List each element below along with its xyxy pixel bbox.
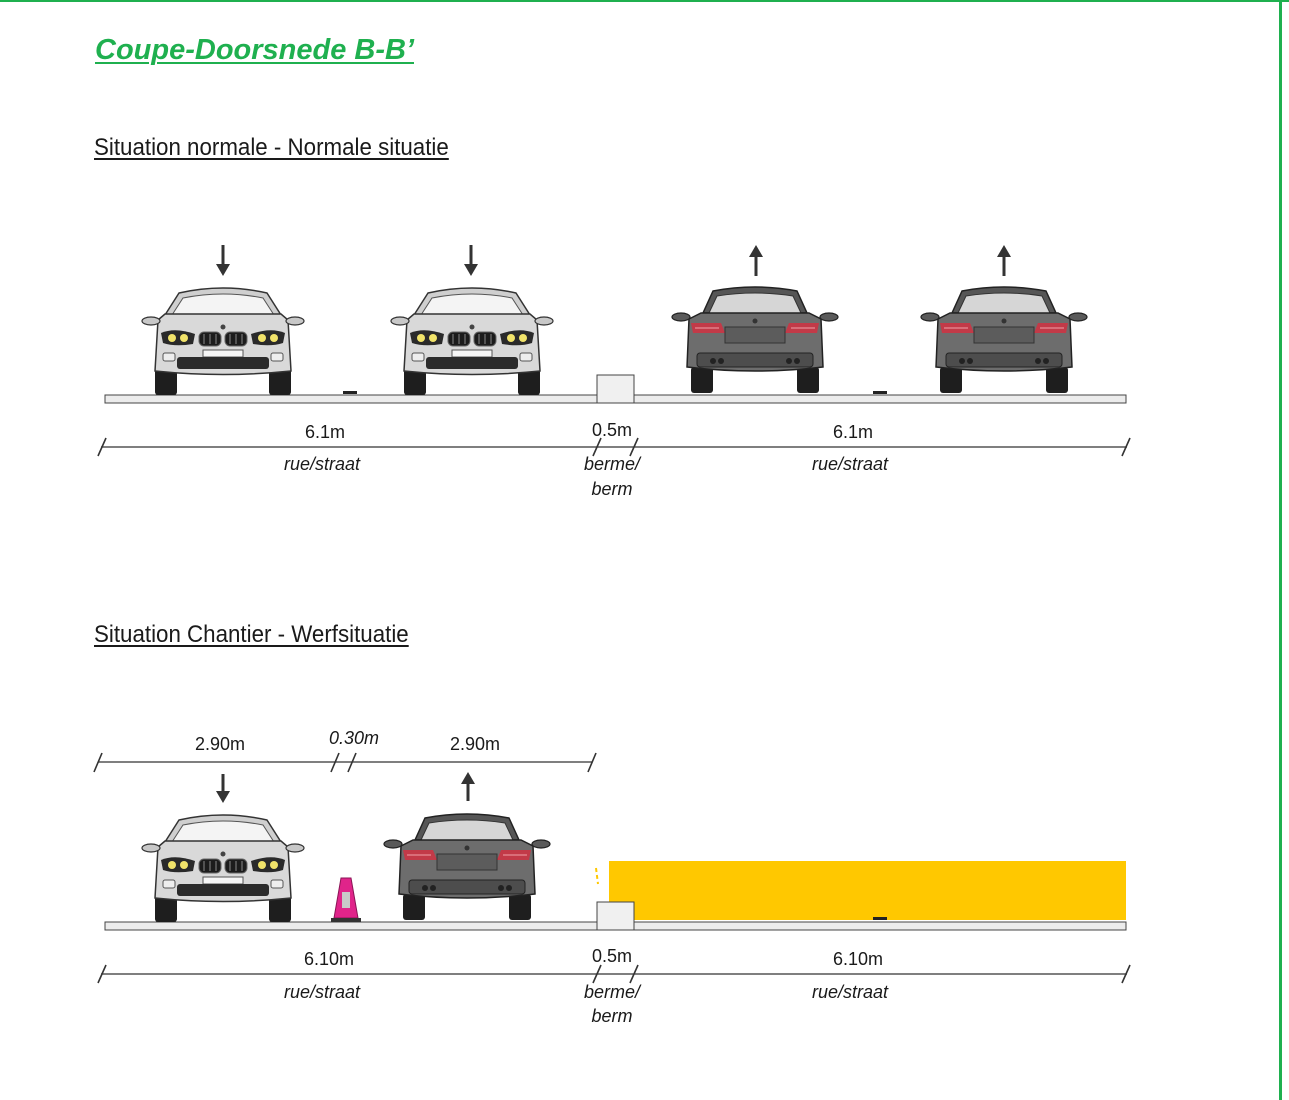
car-rear-view [920, 286, 1088, 394]
car-front-view [390, 287, 554, 396]
normal-dimension-line [97, 437, 1131, 457]
car-rear-view [383, 813, 551, 921]
dimension-label: 0.30m [329, 728, 379, 748]
normal-situation-title: Situation normale - Normale situatie [94, 134, 449, 161]
road-label: rue/straat [284, 454, 361, 474]
down-arrow-icon [216, 774, 230, 803]
up-arrow-icon [749, 245, 763, 276]
car-front-view [141, 814, 305, 923]
road-label: rue/straat [812, 982, 889, 1002]
road-label: rue/straat [284, 982, 361, 1002]
dimension-label: 0.5m [592, 946, 632, 966]
berm-label: berme/ [584, 982, 642, 1002]
page-title: Coupe-Doorsnede B-B’ [95, 34, 414, 66]
car-front-view [141, 287, 305, 396]
down-arrow-icon [464, 245, 478, 276]
worksite-situation-title: Situation Chantier - Werfsituatie [94, 621, 409, 648]
road-label: rue/straat [812, 454, 889, 474]
berm-label: berme/ [584, 454, 642, 474]
dimension-label: 2.90m [195, 734, 245, 754]
down-arrow-icon [216, 245, 230, 276]
up-arrow-icon [997, 245, 1011, 276]
car-rear-view [671, 286, 839, 394]
dimension-label: 6.1m [833, 422, 873, 442]
worksite-dimension-line [97, 964, 1131, 984]
up-arrow-icon [461, 772, 475, 801]
dimension-label: 6.10m [304, 949, 354, 969]
worksite-top-dimension-line [93, 752, 597, 773]
frame-top-border [0, 0, 1289, 2]
dimension-label: 6.1m [305, 422, 345, 442]
lane-marking [873, 391, 887, 394]
worksite-zone [609, 861, 1126, 920]
traffic-cone-icon [331, 877, 361, 922]
berm-label: berm [591, 1006, 632, 1026]
lane-marking [343, 391, 357, 394]
worksite-berm-block [596, 901, 635, 931]
frame-right-border [1279, 0, 1282, 1100]
berm-label: berm [591, 479, 632, 499]
normal-berm-block [596, 374, 635, 404]
lane-marking [873, 917, 887, 920]
dimension-label: 6.10m [833, 949, 883, 969]
dimension-label: 2.90m [450, 734, 500, 754]
dimension-label: 0.5m [592, 420, 632, 440]
worksite-zone-edge [595, 867, 599, 885]
